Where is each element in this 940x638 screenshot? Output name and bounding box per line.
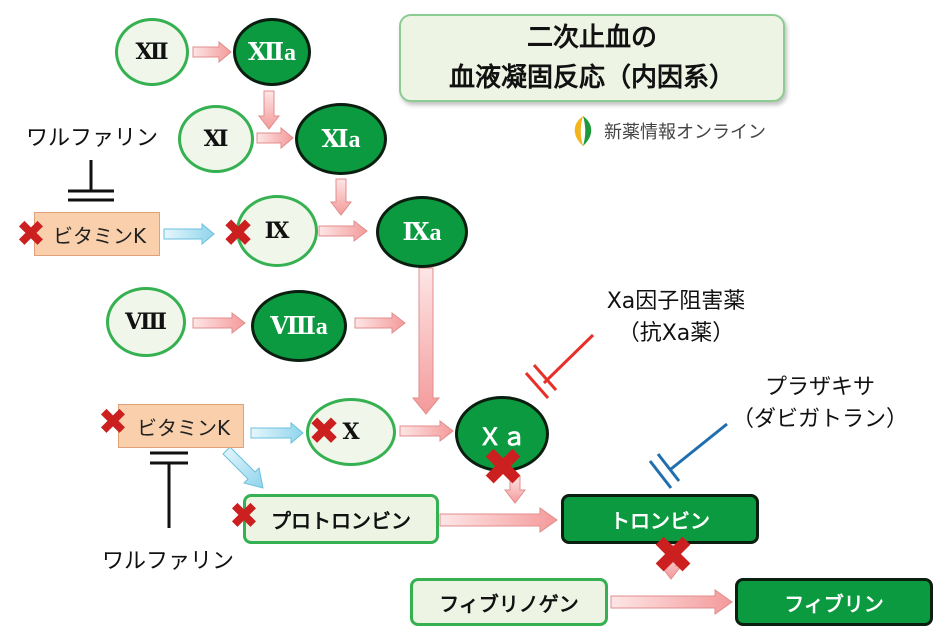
- warfarin-label-bottom: ワルファリン: [101, 549, 234, 574]
- brand-name: 新薬情報オンライン: [604, 122, 766, 143]
- arrow-thrombin-to-fibrin: [659, 544, 683, 580]
- arrow-12-to-12a: [192, 40, 232, 64]
- xa-inhibitor-line: [524, 333, 595, 399]
- arrow-10-to-10a: [399, 419, 454, 443]
- factor-12: Ⅻ: [115, 18, 189, 86]
- xa-inhibitor-line-1: Xa因子阻害薬: [606, 289, 746, 314]
- x-mark-factor-10: ✖: [308, 409, 340, 453]
- xa-inhibitor-line-2: （抗Xa薬）: [617, 321, 735, 346]
- warfarin-inhibition-top: [68, 160, 114, 202]
- fibrin-box: フィブリン: [735, 578, 933, 626]
- title-box: 二次止血の 血液凝固反応（内因系）: [399, 14, 785, 102]
- x-mark-thrombin: ✖: [651, 526, 695, 586]
- arrow-8a-out: [354, 311, 406, 335]
- x-mark-vitk-bottom: ✖: [97, 402, 129, 443]
- factor-11a: Ⅺa: [295, 103, 387, 175]
- arrow-12a-to-11a: [257, 90, 281, 130]
- thrombin-box: トロンビン: [561, 494, 759, 544]
- arrow-vitk-to-prothrombin: [222, 446, 264, 489]
- factor-12a: Ⅻa: [233, 18, 311, 86]
- dabigatran-label: プラザキサ （ダビガトラン）: [705, 369, 935, 433]
- arrow-10a-to-thrombin: [503, 475, 527, 504]
- leaf-icon: [574, 116, 592, 146]
- factor-8a: Ⅷa: [251, 290, 347, 362]
- warfarin-inhibition-bottom: [150, 451, 188, 528]
- vitamin-k-box-bottom: ビタミンK: [118, 404, 244, 448]
- prothrombin-box: プロトロンビン: [243, 494, 439, 544]
- arrow-vitk-to-10: [250, 421, 304, 445]
- x-mark-factor-10a: ✖: [481, 438, 525, 498]
- factor-9: Ⅸ: [236, 195, 318, 267]
- arrow-vitk-to-9: [163, 222, 215, 246]
- factor-10a: Ｘａ: [455, 396, 549, 472]
- x-mark-factor-9: ✖: [222, 211, 254, 255]
- arrow-9-to-9a: [318, 219, 368, 243]
- fibrinogen-box: フィブリノゲン: [410, 578, 608, 626]
- factor-10: Ⅹ: [306, 398, 396, 466]
- arrow-11-to-11a: [256, 126, 294, 150]
- arrow-prothrombin-to-thrombin: [439, 507, 558, 533]
- vitamin-k-box-top: ビタミンK: [34, 212, 160, 256]
- arrow-9a-to-10a: [411, 267, 441, 415]
- arrow-fibrinogen-to-fibrin: [610, 589, 733, 615]
- arrow-8-to-8a: [192, 311, 246, 335]
- arrow-11a-to-9a: [329, 178, 353, 216]
- brand-logo: 新薬情報オンライン: [568, 114, 766, 148]
- dabigatran-inhibitor-line: [648, 422, 728, 489]
- factor-8: Ⅷ: [106, 287, 186, 357]
- x-mark-vitk-top: ✖: [15, 214, 47, 255]
- factor-9a: Ⅸa: [376, 196, 468, 268]
- factor-11: Ⅺ: [178, 105, 254, 173]
- title-line-1: 二次止血の: [526, 23, 657, 53]
- x-mark-prothrombin: ✖: [228, 496, 260, 537]
- dabigatran-line-2: （ダビガトラン）: [731, 407, 908, 432]
- dabigatran-line-1: プラザキサ: [764, 375, 875, 400]
- warfarin-label-top: ワルファリン: [25, 126, 158, 151]
- title-line-2: 血液凝固反応（内因系）: [448, 63, 735, 93]
- xa-inhibitor-label: Xa因子阻害薬 （抗Xa薬）: [566, 283, 786, 347]
